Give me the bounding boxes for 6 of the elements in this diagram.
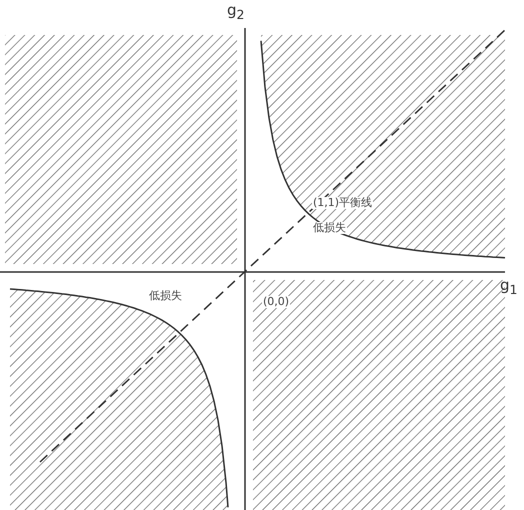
- point-label: (0,0): [262, 296, 290, 308]
- region-label: 低损失: [312, 222, 347, 234]
- axis-label: g$_{1}$: [499, 277, 518, 297]
- region-label: 低损失: [148, 290, 183, 302]
- curve-label: (1,1)平衡线: [312, 197, 374, 210]
- axis-label: g$_{2}$: [226, 2, 246, 22]
